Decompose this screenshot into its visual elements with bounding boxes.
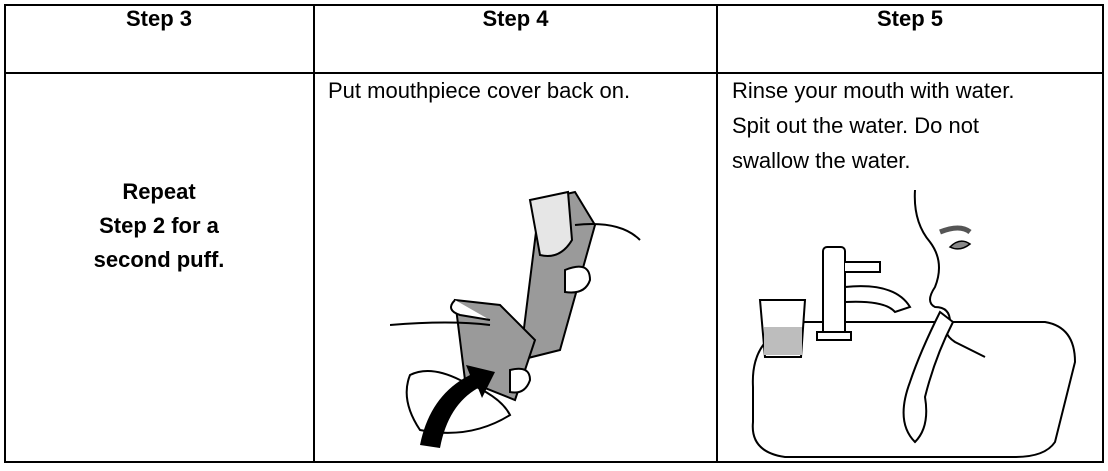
- step-3-line: Step 2 for a: [99, 213, 219, 238]
- rinse-mouth-illustration: [751, 189, 1077, 458]
- step-5-line: Spit out the water. Do not: [732, 113, 980, 138]
- inhaler-cover-illustration: [390, 190, 641, 448]
- step-4-instruction: Put mouthpiece cover back on.: [328, 78, 631, 103]
- step-5-line: swallow the water.: [732, 148, 911, 173]
- header-step-4: Step 4: [482, 6, 549, 31]
- table-border-bottom: [4, 461, 1104, 463]
- step-5-line: Rinse your mouth with water.: [732, 78, 1015, 103]
- step-3-line: second puff.: [93, 247, 225, 272]
- table-border-left: [4, 4, 6, 463]
- table-border-top: [4, 4, 1104, 6]
- header-step-5: Step 5: [876, 6, 944, 31]
- header-step-3: Step 3: [125, 6, 193, 31]
- table-column-divider: [313, 4, 315, 463]
- table-border-header-bottom: [4, 72, 1104, 74]
- table-column-divider: [716, 4, 718, 463]
- table-border-right: [1102, 4, 1104, 463]
- step-3-line: Repeat: [122, 179, 196, 204]
- step-3-instruction: Repeat Step 2 for a second puff.: [4, 175, 314, 277]
- step-5-instruction: Rinse your mouth with water. Spit out th…: [732, 73, 1014, 178]
